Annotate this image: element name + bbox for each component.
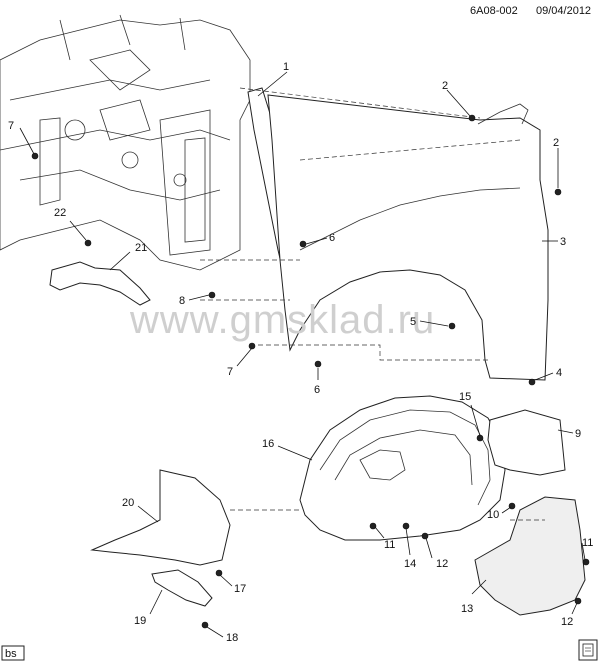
callout-17: 17: [234, 583, 246, 595]
callout-6-upper: 6: [329, 232, 335, 244]
callout-22: 22: [54, 207, 66, 219]
callout-3: 3: [560, 236, 566, 248]
callout-7-left: 7: [8, 120, 14, 132]
callout-8: 8: [179, 295, 185, 307]
callout-7-lower: 7: [227, 366, 233, 378]
lower-cover-20: [90, 469, 231, 566]
callout-14: 14: [404, 558, 416, 570]
callout-11-right: 11: [582, 537, 593, 549]
diagram-id: 6A08-002: [470, 5, 518, 17]
callout-9: 9: [575, 428, 581, 440]
callout-10: 10: [487, 509, 499, 521]
callout-1: 1: [283, 61, 289, 73]
callout-11-left: 11: [384, 539, 395, 551]
body-structure: [0, 14, 251, 271]
callout-19: 19: [134, 615, 146, 627]
callout-15: 15: [459, 391, 471, 403]
wheelhouse-liner-16: [299, 395, 506, 541]
air-deflector-19: [151, 569, 213, 607]
fasteners: [31, 114, 590, 629]
fender-bracket-21: [49, 261, 151, 306]
callout-2-right: 2: [553, 137, 559, 149]
diagram-date: 09/04/2012: [536, 5, 591, 17]
callout-5: 5: [410, 316, 416, 328]
callout-12-right: 12: [561, 616, 573, 628]
callout-18: 18: [226, 632, 238, 644]
document-icon: [578, 639, 598, 661]
corner-tag-left: bs: [1, 645, 25, 661]
callout-4: 4: [556, 367, 562, 379]
watermark: www.gmsklad.ru: [129, 298, 435, 342]
callout-2-top: 2: [442, 80, 448, 92]
front-fender-3: [267, 94, 549, 381]
callout-21: 21: [135, 242, 147, 254]
callout-12-left: 12: [436, 558, 448, 570]
callout-13: 13: [461, 603, 473, 615]
splash-shield-13: [474, 496, 586, 616]
callout-6-lower: 6: [314, 384, 320, 396]
corner-tag-bs: bs: [5, 648, 17, 660]
callout-labels: 1 2 2 3 4 5 6 6 7 7 8 9 10 11 11 12 12 1…: [8, 61, 593, 644]
callout-20: 20: [122, 497, 134, 509]
leader-lines: [19, 71, 586, 638]
callout-16: 16: [262, 438, 274, 450]
liner-extension-9: [487, 409, 566, 476]
